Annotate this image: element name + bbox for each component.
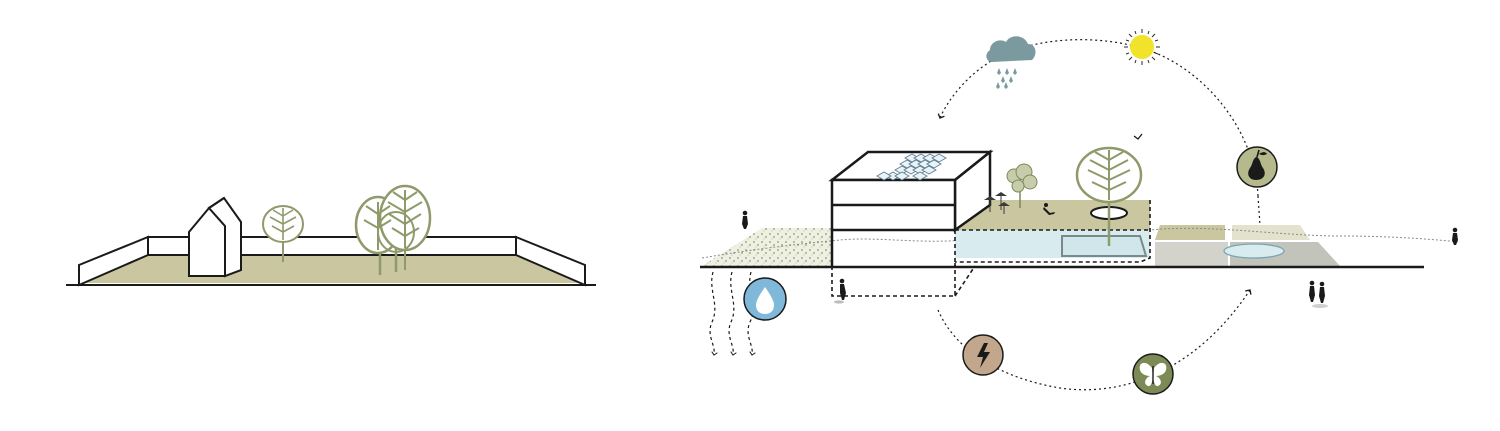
upper-cycle-arc [937,39,1259,197]
plaza-tile-back-left [1155,225,1225,240]
bush-tree-icon [1006,163,1038,208]
couple-icon [1309,280,1328,308]
house-icon [188,196,242,278]
meadow-gravel [702,228,832,266]
sun-icon [1124,29,1160,65]
tree-cluster-icon [354,184,432,275]
person-icon-basement [834,278,846,304]
existing-site-section [66,184,596,287]
person-icon-right [1452,227,1458,245]
deck-tree-icon [1075,146,1143,246]
pear-fruit-icon [1236,146,1278,188]
solar-panels-icon [876,153,947,181]
upper-right-arc [1257,195,1261,226]
plaza-tile-front-left [1155,242,1228,266]
small-tree-icon [262,205,304,262]
umbrella-icons [984,192,1010,214]
terrain-contour-line [701,227,1461,259]
reflecting-pool [1061,235,1148,257]
lounging-person-icon [1043,203,1055,215]
water-drop-icon [743,277,787,321]
existing-grass [84,255,580,283]
proposed-site-section [700,29,1461,395]
existing-left-wall [78,235,149,287]
plaza-tile-back-right [1232,225,1310,240]
infiltration-arrows [709,271,756,356]
person-icon-left [742,210,748,229]
energy-bolt-icon [962,334,1004,376]
pond [1223,243,1285,259]
rain-cloud-icon [986,36,1036,89]
dashed-building-outline [831,200,1151,297]
bird-icon [1133,133,1143,140]
butterfly-icon [1132,353,1174,395]
